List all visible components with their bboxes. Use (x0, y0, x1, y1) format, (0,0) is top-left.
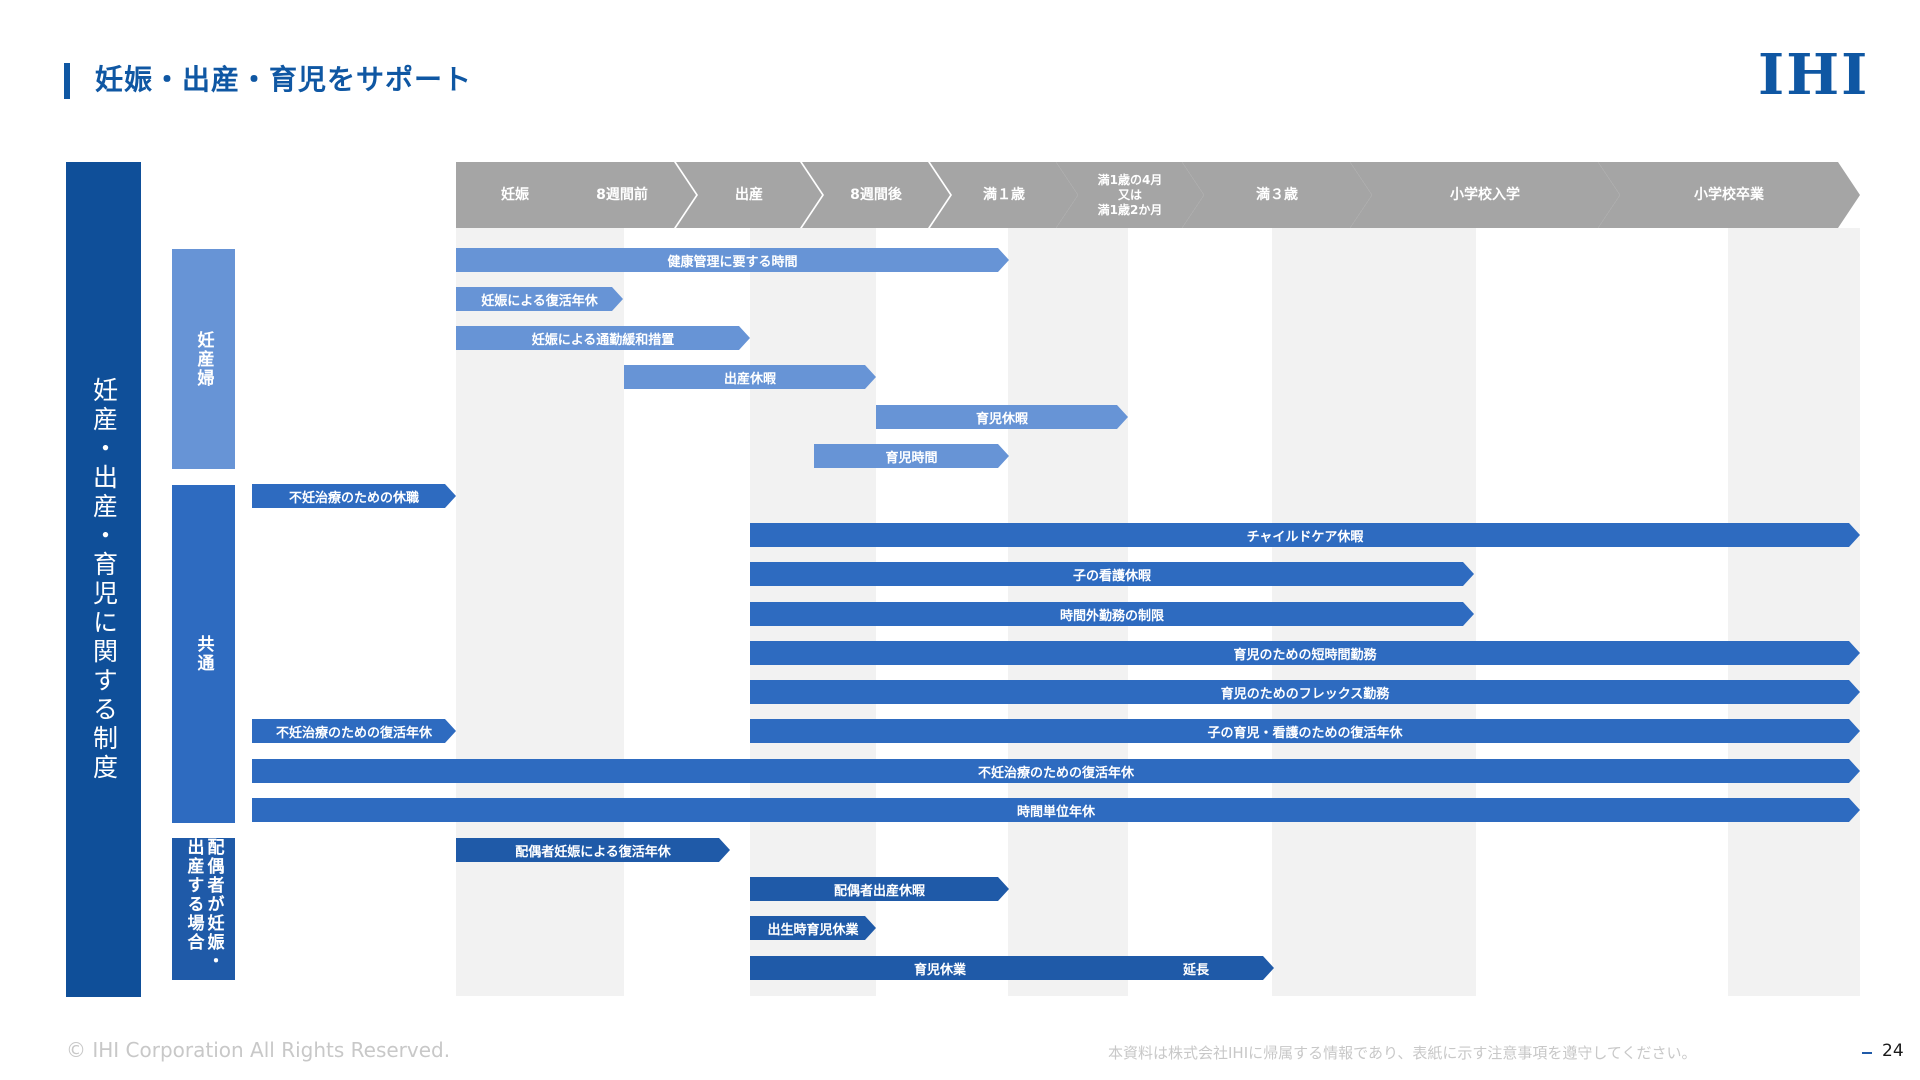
bar-spouse-pregnancy-restored-leave: 配偶者妊娠による復活年休 (456, 838, 730, 862)
bar-fertility-restored-leave-short: 不妊治療のための復活年休 (252, 719, 456, 743)
bar-hourly-leave: 時間単位年休 (252, 798, 1860, 822)
page-title: 妊娠・出産・育児をサポート (95, 63, 473, 96)
column-stripe (456, 228, 624, 996)
bar-childcare-leave: チャイルドケア休暇 (750, 523, 1860, 547)
bar-short-time-work: 育児のための短時間勤務 (750, 641, 1860, 665)
bar-commute-relief: 妊娠による通勤緩和措置 (456, 326, 750, 350)
phase-age-1-extended: 満1歳の4月 又は 満1歳2か月 (1056, 162, 1204, 228)
category-spouse-label: 配偶者が妊娠・出産する場合 (183, 838, 224, 971)
bar-overtime-limit: 時間外勤務の制限 (750, 602, 1474, 626)
ihi-logo: IHI (1758, 42, 1870, 108)
page-number-dash (1862, 1052, 1872, 1054)
bar-paternity-leave-at-birth: 出生時育児休業 (750, 916, 876, 940)
phase-8-weeks-after: 8週間後 (802, 162, 950, 228)
page-number: 24 (1882, 1041, 1904, 1061)
category-spouse: 配偶者が妊娠・出産する場合 (172, 838, 235, 980)
bar-childcare-time: 育児時間 (814, 444, 1009, 468)
bar-pregnancy-restored-leave: 妊娠による復活年休 (456, 287, 623, 311)
phase-elementary-entry: 小学校入学 (1350, 162, 1620, 228)
category-common-label: 共通 (193, 635, 214, 673)
phase-birth: 出産 (676, 162, 822, 228)
phase-age-3: 満３歳 (1182, 162, 1372, 228)
phase-age-1: 満１歳 (930, 162, 1078, 228)
category-pregnant-label: 妊産婦 (193, 330, 214, 388)
bar-sick-child-care-leave: 子の看護休暇 (750, 562, 1474, 586)
bar-flex-work: 育児のためのフレックス勤務 (750, 680, 1860, 704)
main-label-text: 妊産・出産・育児に関する制度 (89, 376, 119, 783)
category-pregnant: 妊産婦 (172, 249, 235, 469)
bar-child-care-restored-leave: 子の育児・看護のための復活年休 (750, 719, 1860, 743)
bar-maternity-leave: 出産休暇 (624, 365, 876, 389)
phase-elementary-graduation: 小学校卒業 (1598, 162, 1860, 228)
bar-fertility-treatment-leave: 不妊治療のための休職 (252, 484, 456, 508)
confidentiality-notice: 本資料は株式会社IHIに帰属する情報であり、表紙に示す注意事項を遵守してください… (1108, 1044, 1697, 1062)
bar-spouse-birth-leave: 配偶者出産休暇 (750, 877, 1009, 901)
bar-childcare-leave-spouse: 育児休業 (750, 956, 1130, 980)
category-common: 共通 (172, 485, 235, 823)
column-stripe (1728, 228, 1860, 996)
bar-fertility-restored-leave-full: 不妊治療のための復活年休 (252, 759, 1860, 783)
phase-8-weeks-before: 8週間前 (548, 162, 696, 228)
bar-extension: 延長 (1118, 956, 1274, 980)
copyright-text: © IHI Corporation All Rights Reserved. (66, 1038, 451, 1062)
bar-childcare-holiday: 育児休暇 (876, 405, 1128, 429)
phase-pregnancy: 妊娠 (456, 162, 574, 228)
section-main-label: 妊産・出産・育児に関する制度 (66, 162, 141, 997)
bar-health-management-time: 健康管理に要する時間 (456, 248, 1009, 272)
title-accent-bar (64, 63, 70, 99)
